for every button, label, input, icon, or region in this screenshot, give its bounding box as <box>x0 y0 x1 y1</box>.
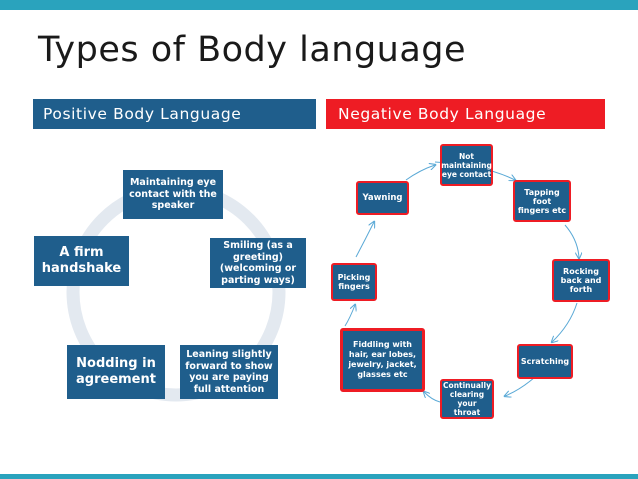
cycle-arrow <box>405 165 435 181</box>
negative-node-yawning: Yawning <box>356 181 409 215</box>
negative-node-fiddling: Fiddling with hair, ear lobes, jewelry, … <box>340 328 425 392</box>
positive-node-nodding: Nodding in agreement <box>67 345 165 399</box>
slide-title: Types of Body language <box>38 30 467 70</box>
positive-node-smiling: Smiling (as a greeting)(welcoming or par… <box>210 238 306 288</box>
cycle-arrow <box>552 302 578 342</box>
cycle-arrow <box>505 376 536 396</box>
top-accent-bar <box>0 0 638 10</box>
cycle-arrow <box>564 224 579 258</box>
cycle-arrow <box>424 392 441 403</box>
negative-node-no-eye-contact: Not maintaining eye contact <box>440 144 493 186</box>
negative-header: Negative Body Language <box>326 99 605 129</box>
positive-node-handshake: A firm handshake <box>34 236 129 286</box>
cycle-arrow <box>355 222 374 258</box>
bottom-accent-bar <box>0 474 638 479</box>
positive-header: Positive Body Language <box>33 99 316 129</box>
negative-node-scratching: Scratching <box>517 344 573 379</box>
positive-node-eye-contact: Maintaining eye contact with the speaker <box>123 170 223 219</box>
negative-node-clearing-throat: Continually clearing your throat <box>440 379 494 419</box>
positive-node-leaning: Leaning slightly forward to show you are… <box>180 345 278 399</box>
negative-node-picking: Picking fingers <box>331 263 377 301</box>
cycle-arrow <box>344 305 355 327</box>
negative-node-tapping: Tapping foot fingers etc <box>513 180 571 222</box>
negative-node-rocking: Rocking back and forth <box>552 259 610 302</box>
